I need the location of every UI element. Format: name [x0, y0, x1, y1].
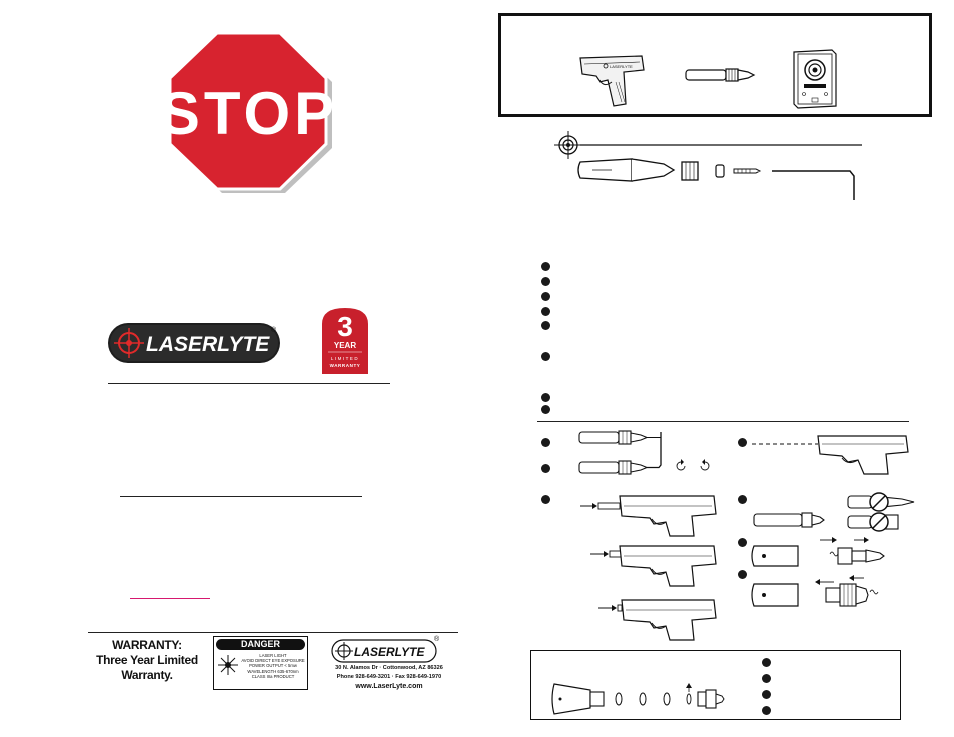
stop-sign-text: STOP — [160, 80, 338, 147]
step-bullet — [762, 690, 771, 699]
kit-contents-box — [498, 13, 932, 117]
danger-line: WAVELENGTH 635-670nm — [247, 668, 299, 674]
footer-warranty-line: Warranty. — [121, 668, 173, 682]
section-divider — [537, 421, 909, 422]
step-bullet — [738, 570, 747, 579]
danger-line: AVOID DIRECT EYE EXPOSURE — [241, 658, 305, 664]
step-bullet — [541, 292, 550, 301]
step-bullet — [541, 277, 550, 286]
laser-burst-icon — [218, 655, 238, 675]
step-bullet — [738, 438, 747, 447]
footer-website[interactable]: www.LaserLyte.com — [355, 683, 423, 690]
footer-divider — [88, 632, 458, 633]
pistol-laser-figure — [752, 435, 909, 475]
battery-exploded-figure — [551, 683, 725, 715]
warranty-limited: LIMITED — [331, 356, 359, 361]
footer-warranty-line: Three Year Limited — [96, 653, 198, 667]
warranty-number: 3 — [337, 311, 353, 342]
footer-warranty-line: WARRANTY: — [112, 638, 182, 652]
trainer-pistol-icon: LASERLYTE — [579, 55, 645, 107]
danger-line: LASER LIGHT — [259, 653, 287, 658]
parts-diagram — [554, 131, 862, 200]
step-bullet — [541, 321, 550, 330]
warranty-year: YEAR — [334, 341, 356, 350]
step-bullet — [738, 538, 747, 547]
danger-label: DANGER LASER LIGHT AVOID DIRECT EYE EXPO… — [213, 636, 308, 690]
laserlyte-logo: LASERLYTE ® — [108, 323, 280, 363]
step-bullet — [762, 706, 771, 715]
footer-registered: ® — [434, 636, 440, 643]
danger-line: CLASS IIIa PRODUCT — [251, 673, 295, 679]
link-underline[interactable] — [130, 598, 210, 599]
rotate-arrows-icon — [676, 459, 710, 471]
warranty-warranty: WARRANTY — [330, 363, 361, 368]
step-bullet — [541, 464, 550, 473]
battery-box — [530, 650, 901, 720]
prohibited-icon — [869, 492, 889, 512]
step-bullet — [541, 438, 550, 447]
insert-cartridge-figure-1 — [580, 495, 717, 537]
cartridge-adjust-figure — [578, 430, 710, 475]
warranty-badge: 3 YEAR LIMITED WARRANTY — [322, 308, 368, 374]
step-bullet — [541, 307, 550, 316]
target-box-icon — [793, 49, 837, 109]
laser-cartridge-icon — [685, 68, 756, 82]
divider — [120, 496, 362, 497]
stop-sign: STOP — [160, 31, 338, 193]
footer-logo: LASERLYTE — [331, 639, 437, 663]
footer-address: 30 N. Alamos Dr · Cottonwood, AZ 86326 — [335, 665, 443, 671]
svg-text:LASERLYTE: LASERLYTE — [610, 64, 633, 69]
step-bullet — [738, 495, 747, 504]
insert-cartridge-figure-2 — [590, 545, 717, 587]
divider — [108, 383, 390, 384]
footer-phone: Phone 928-649-3201 · Fax 928-649-1970 — [336, 674, 442, 680]
step-bullet — [762, 674, 771, 683]
step-bullet — [541, 352, 550, 361]
prohibited-icon — [869, 512, 889, 532]
step-bullet — [762, 658, 771, 667]
cartridge-variants-figure — [753, 492, 915, 532]
step-bullet — [541, 495, 550, 504]
logo-registered: ® — [271, 326, 277, 334]
step-bullet — [541, 393, 550, 402]
crosshair-target-icon — [554, 131, 582, 159]
insert-cartridge-figure-3 — [598, 599, 717, 641]
disassemble-figure — [751, 537, 885, 567]
danger-line: POWER OUTPUT < 5mw — [249, 663, 297, 669]
danger-title: DANGER — [216, 639, 305, 650]
step-bullet — [541, 262, 550, 271]
footer-logo-text: LASERLYTE — [354, 645, 425, 659]
logo-text: LASERLYTE — [146, 333, 270, 356]
footer-warranty: WARRANTY: Three Year Limited Warranty. — [92, 638, 202, 683]
step-bullet — [541, 405, 550, 414]
reassemble-figure — [751, 575, 879, 607]
